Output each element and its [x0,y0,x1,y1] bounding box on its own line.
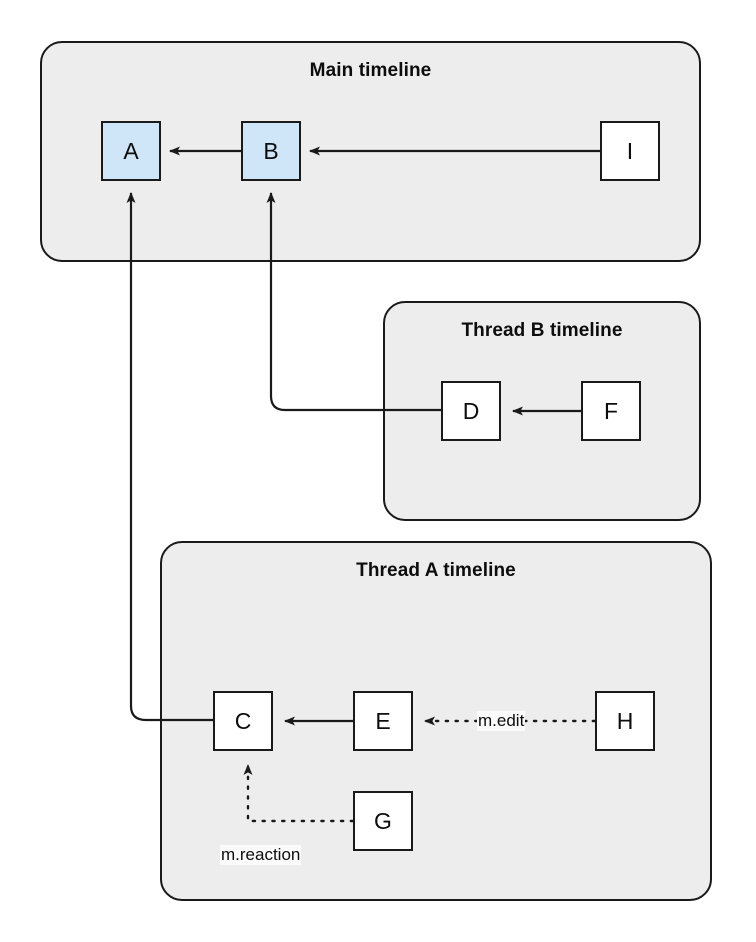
event-node-g[interactable]: G [353,791,413,851]
event-node-b[interactable]: B [241,121,301,181]
event-node-a[interactable]: A [101,121,161,181]
edge-label-m-reaction: m.reaction [220,845,302,865]
timeline-title-thread-b: Thread B timeline [461,320,623,341]
event-node-d[interactable]: D [441,381,501,441]
event-node-h[interactable]: H [595,691,655,751]
edge-label-m-edit: m.edit [477,711,526,731]
timeline-title-main: Main timeline [309,60,432,81]
event-node-c[interactable]: C [213,691,273,751]
timeline-title-thread-a: Thread A timeline [356,560,516,581]
event-node-i[interactable]: I [600,121,660,181]
event-node-f[interactable]: F [581,381,641,441]
event-node-e[interactable]: E [353,691,413,751]
